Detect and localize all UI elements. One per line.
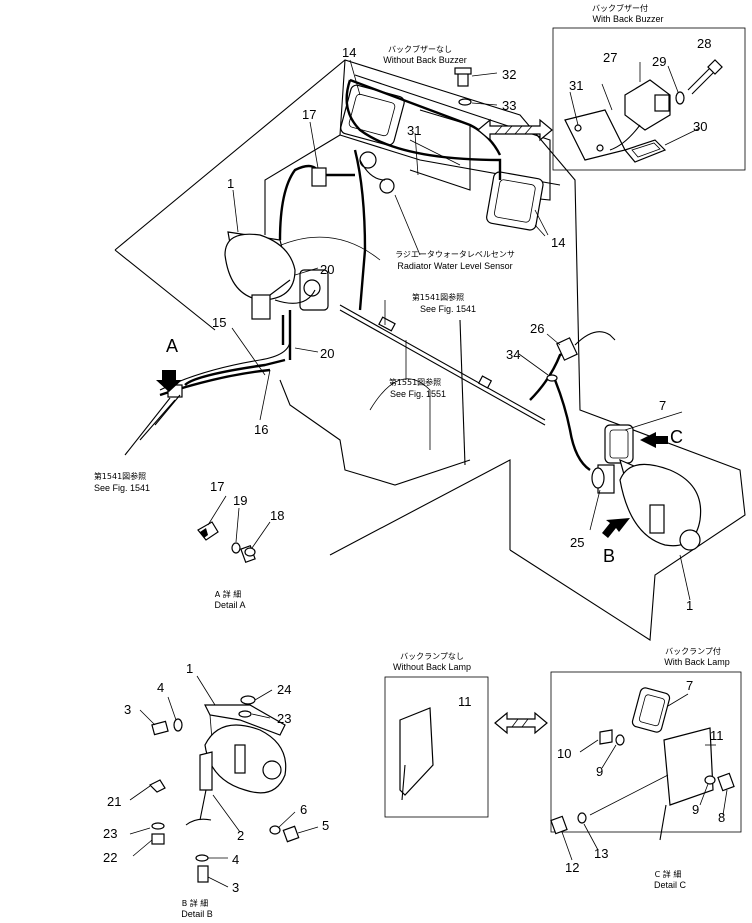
fig1551-ref-jp: 第1551図参照 [389,377,441,387]
part-number: 7 [659,398,666,413]
part-number: 28 [697,36,711,51]
part-number: 31 [407,123,421,138]
fig1551-ref-en: See Fig. 1551 [390,389,446,399]
part-number: 1 [227,176,234,191]
part-number: 26 [530,321,544,336]
detail-b-parts [129,675,319,888]
detail-c-title: Detail C [654,880,687,890]
part-number: 33 [502,98,516,113]
leader-lines [207,59,701,601]
part-number: 19 [233,493,247,508]
view-letter-c: C [670,427,683,447]
buzzer-exchange-arrow [477,118,553,142]
part-number: 4 [157,680,164,695]
work-lamp-top [340,84,405,169]
detail-c-jp: C 詳 細 [655,869,682,879]
detail-a-jp: A 詳 細 [215,589,242,599]
back-lamp-detail [384,671,742,861]
radiator-sensor-jp: ラジエータウォータレベルセンサ [395,250,515,259]
detail-b-jp: B 詳 細 [182,898,209,908]
part-number: 13 [594,846,608,861]
part-number: 7 [686,678,693,693]
part-number: 11 [710,728,724,743]
fig1541-ref-en-b: See Fig. 1541 [94,483,150,493]
part-number: 10 [557,746,571,761]
part-number: 27 [603,50,617,65]
part-number: 23 [277,711,291,726]
part-number: 9 [596,764,603,779]
part-number: 32 [502,67,516,82]
back-buzzer-detail-box [552,27,746,171]
part-number: 14 [342,45,356,60]
detail-a-title: Detail A [214,600,245,610]
part-number: 5 [322,818,329,833]
part-number: 12 [565,860,579,875]
part-number: 18 [270,508,284,523]
part-number: 8 [718,810,725,825]
part-number: 21 [107,794,121,809]
rear-bracket-assembly [340,67,551,231]
back-lamp-without-jp: バックランプなし [400,652,464,661]
back-buzzer-with-en: With Back Buzzer [592,14,663,24]
part-number: 25 [570,535,584,550]
part-number: 9 [692,802,699,817]
left-harness-leads [124,368,271,456]
part-number: 16 [254,422,268,437]
back-lamp-with-en: With Back Lamp [664,657,730,667]
back-buzzer-without-en: Without Back Buzzer [383,55,467,65]
part-number: 6 [300,802,307,817]
main-harness [159,304,616,471]
part-number: 30 [693,119,707,134]
part-number: 20 [320,262,334,277]
view-letter-a: A [166,336,178,356]
part-number: 22 [103,850,117,865]
part-number: 1 [186,661,193,676]
back-lamp-with-jp: バックランプ付 [665,646,721,656]
back-buzzer-with-jp: バックブザー付 [592,3,648,13]
part-number: 4 [232,852,239,867]
part-number: 3 [232,880,239,895]
part-number: 3 [124,702,131,717]
part-number: 29 [652,54,666,69]
detail-a-parts [197,521,256,564]
part-number: 34 [506,347,520,362]
fig1541-ref-jp-b: 第1541図参照 [94,471,146,481]
back-lamp-without-en: Without Back Lamp [393,662,471,672]
part-number: 15 [212,315,226,330]
part-number: 1 [686,598,693,613]
part-number: 23 [103,826,117,841]
work-lamp-right [486,171,544,231]
radiator-sensor-harness [278,149,421,311]
part-number: 17 [302,107,316,122]
view-letter-b: B [603,546,615,566]
part-number: 17 [210,479,224,494]
part-number: 24 [277,682,291,697]
fig1541-ref-jp-a: 第1541図参照 [412,292,464,302]
text-labels: バックブザー付 With Back Buzzer バックブザーなし Withou… [94,3,730,919]
left-rear-lamp [224,231,329,320]
part-number: 11 [458,694,472,709]
part-numbers: 14 32 33 17 31 14 1 20 20 15 16 26 34 7 … [103,36,725,895]
part-number: 2 [237,828,244,843]
right-rear-lamp [591,424,702,551]
part-number: 31 [569,78,583,93]
part-number: 14 [551,235,565,250]
fig1541-ref-en-a: See Fig. 1541 [420,304,476,314]
part-number: 20 [320,346,334,361]
detail-b-title: Detail B [181,909,213,919]
back-buzzer-without-jp: バックブザーなし [388,44,452,54]
radiator-sensor-en: Radiator Water Level Sensor [397,261,512,271]
